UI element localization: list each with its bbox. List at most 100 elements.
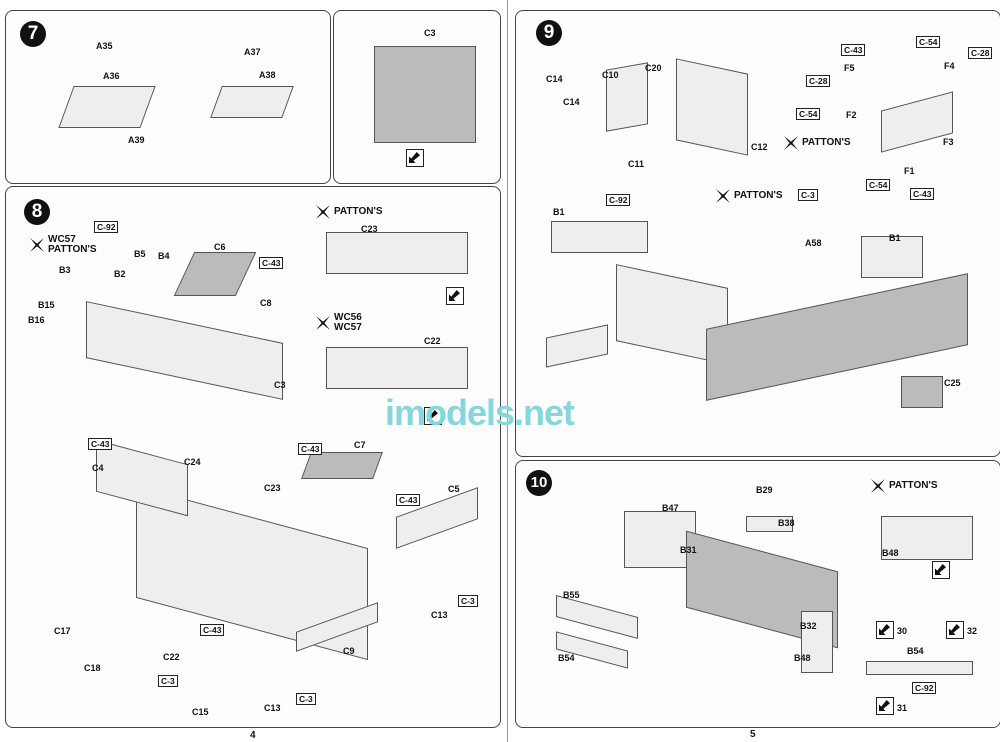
arrow-icon xyxy=(424,407,442,425)
variant-icon xyxy=(871,479,885,493)
part-label: C-43 xyxy=(298,443,323,455)
part-label: C7 xyxy=(354,440,366,450)
seat-panel xyxy=(624,511,696,568)
variant-tag-pattons: PATTON'S xyxy=(871,479,938,493)
part-label: C9 xyxy=(343,646,355,656)
part-illustration xyxy=(374,46,476,143)
part-label: C-3 xyxy=(296,693,316,705)
part-label: F3 xyxy=(943,137,954,147)
variant-tag-pattons: PATTON'S xyxy=(716,189,783,203)
part-label: C-43 xyxy=(259,257,284,269)
callout-number: 32 xyxy=(967,626,978,636)
variant-tag-wc56-wc57: WC56 WC57 xyxy=(316,313,362,333)
part-label: F1 xyxy=(904,166,915,176)
callout-number: 31 xyxy=(897,703,908,713)
part-label: B29 xyxy=(756,485,773,495)
fender xyxy=(326,232,468,274)
toolbox xyxy=(901,376,943,408)
bumper-plate xyxy=(556,631,628,669)
part-label: C-43 xyxy=(200,624,225,636)
part-label: A39 xyxy=(128,135,145,145)
part-label: C11 xyxy=(628,159,645,169)
page-number: 5 xyxy=(750,729,756,740)
seat-box xyxy=(173,252,257,296)
part-label: B4 xyxy=(158,251,170,261)
part-label: C6 xyxy=(214,242,226,252)
arrow-icon xyxy=(446,287,464,305)
step-number: 10 xyxy=(526,470,552,496)
part-label: C17 xyxy=(54,626,71,636)
variant-tag-pattons: PATTON'S xyxy=(316,205,383,219)
part-label: C22 xyxy=(424,336,441,346)
inset-panel: C3 xyxy=(333,10,501,184)
part-label: B1 xyxy=(553,207,565,217)
part-label: C15 xyxy=(192,707,209,717)
step-7-panel: 7 A35 A36 A39 A37 A38 xyxy=(5,10,331,184)
bumper xyxy=(556,595,638,639)
arrow-icon xyxy=(946,621,964,639)
step-9-panel: 9 PATTON'S C14 C14 C10 C20 C11 C12 C-3 C… xyxy=(515,10,1000,457)
variant-tag-wc57-pattons: WC57 PATTON'S xyxy=(30,235,97,255)
part-label: B5 xyxy=(134,249,146,259)
part-label: C3 xyxy=(424,28,436,38)
part-label: C4 xyxy=(92,463,104,473)
part-label: C-43 xyxy=(88,438,113,450)
part-label: C22 xyxy=(163,652,180,662)
part-label: B32 xyxy=(800,621,817,631)
variant-tag-pattons: PATTON'S xyxy=(784,136,851,150)
part-label: C-54 xyxy=(916,36,941,48)
step-8-panel: 8 WC57 PATTON'S PATTON'S WC56 WC57 C-92 … xyxy=(5,186,501,728)
variant-icon xyxy=(316,316,330,330)
part-label: C8 xyxy=(260,298,272,308)
chassis-floor xyxy=(86,301,283,400)
part-label: C20 xyxy=(645,63,662,73)
part-label: C13 xyxy=(431,610,448,620)
part-label: A38 xyxy=(259,70,276,80)
part-label: C14 xyxy=(563,97,580,107)
part-label: B16 xyxy=(28,315,45,325)
variant-icon xyxy=(316,205,330,219)
part-label: C-92 xyxy=(912,682,937,694)
part-label: A35 xyxy=(96,41,113,51)
step-number: 7 xyxy=(20,21,46,47)
part-label: C5 xyxy=(448,484,460,494)
part-label: C-92 xyxy=(606,194,631,206)
part-label: F4 xyxy=(944,61,955,71)
step-number: 9 xyxy=(536,20,562,46)
part-label: B48 xyxy=(882,548,899,558)
part-label: C-3 xyxy=(158,675,178,687)
part-label: C18 xyxy=(84,663,101,673)
part-label: C-54 xyxy=(796,108,821,120)
part-label: A36 xyxy=(103,71,120,81)
part-illustration xyxy=(58,86,156,128)
rear-panel xyxy=(551,221,648,253)
part-label: B54 xyxy=(558,653,575,663)
part-label: C23 xyxy=(361,224,378,234)
part-label: C14 xyxy=(546,74,563,84)
part-label: A37 xyxy=(244,47,261,57)
arrow-icon xyxy=(876,621,894,639)
firewall xyxy=(861,236,923,278)
part-label: C-3 xyxy=(798,189,818,201)
pattons-detail xyxy=(881,516,973,560)
part-label: C-43 xyxy=(910,188,935,200)
part-label: F5 xyxy=(844,63,855,73)
part-label: B1 xyxy=(889,233,901,243)
part-label: C3 xyxy=(274,380,286,390)
step-10-panel: 10 PATTON'S 30 31 32 B29 B47 B38 B31 B55… xyxy=(515,460,1000,728)
part-label: B3 xyxy=(59,265,71,275)
fender xyxy=(326,347,468,389)
part-label: B15 xyxy=(38,300,55,310)
plate-detail xyxy=(866,661,973,675)
side-panel xyxy=(801,611,833,673)
part-label: B31 xyxy=(680,545,697,555)
part-label: B2 xyxy=(114,269,126,279)
part-label: B48 xyxy=(794,653,811,663)
part-label: C13 xyxy=(264,703,281,713)
part-label: C23 xyxy=(264,483,281,493)
part-label: B38 xyxy=(778,518,795,528)
variant-icon xyxy=(784,136,798,150)
part-label: C-3 xyxy=(458,595,478,607)
cross-panel xyxy=(746,516,793,532)
part-label: C12 xyxy=(751,142,768,152)
